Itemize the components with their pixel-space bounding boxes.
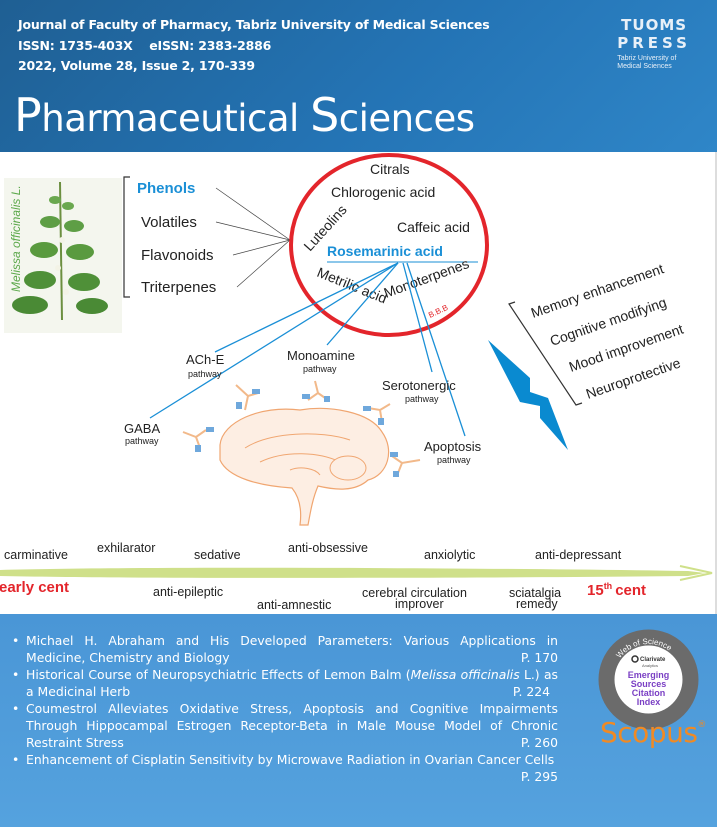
pathway-apoptosis: Apoptosis <box>424 439 482 454</box>
class-triterpenes: Triterpenes <box>141 279 216 296</box>
pathway-monoamine: Monoamine <box>287 348 355 363</box>
effects-group: Memory enhancement Cognitive modifying M… <box>508 260 685 406</box>
timeline-anxiolytic: anxiolytic <box>424 548 475 562</box>
timeline-anti-depressant: anti-depressant <box>535 548 622 562</box>
class-phenols: Phenols <box>137 180 195 197</box>
svg-text:Emerging: Emerging <box>628 670 670 680</box>
plant-name-label: Melissa officinalis L. <box>9 185 23 292</box>
pathway-serotonergic-sub: pathway <box>405 394 439 404</box>
timeline-exhilarator: exhilarator <box>97 541 155 555</box>
timeline-sciatalgia: sciatalgia <box>509 586 561 600</box>
pathway-ache: ACh-E <box>186 352 225 367</box>
timeline-arrow <box>0 567 705 578</box>
timeline-remedy: remedy <box>516 597 558 611</box>
pathway-monoamine-sub: pathway <box>303 364 337 374</box>
history-timeline: carminative exhilarator sedative anti-ob… <box>0 541 713 612</box>
journal-title: Pharmaceutical Sciences <box>14 88 475 142</box>
svg-text:Sources: Sources <box>631 679 667 689</box>
timeline-anti-obsessive: anti-obsessive <box>288 541 368 555</box>
timeline-carminative: carminative <box>4 548 68 562</box>
timeline-improver: improver <box>395 597 444 611</box>
svg-text:Index: Index <box>637 697 661 707</box>
clarivate-icon <box>631 655 639 663</box>
class-connector-lines <box>215 187 291 288</box>
svg-text:Indexed: Indexed <box>634 702 663 714</box>
compound-chlorogenic: Chlorogenic acid <box>331 184 435 200</box>
class-volatiles: Volatiles <box>141 214 197 231</box>
analytics-label: Analytics <box>642 663 658 668</box>
pathway-serotonergic: Serotonergic <box>382 378 456 393</box>
article-page: P. 170 <box>520 650 558 665</box>
tuoms-press-logo: TUOMS PRESS Tabriz University of Medical… <box>617 16 691 70</box>
issue-line: 2022, Volume 28, Issue 2, 170-339 <box>18 58 255 73</box>
compound-circle <box>289 153 489 337</box>
timeline-sedative: sedative <box>194 548 241 562</box>
graphical-abstract: Melissa officinalis L. Phenols Volatiles… <box>0 152 717 614</box>
journal-affiliation: Journal of Faculty of Pharmacy, Tabriz U… <box>18 17 490 32</box>
article-page: P. 295 <box>520 769 558 784</box>
receptor-ends <box>195 389 399 477</box>
pathway-gaba-sub: pathway <box>125 436 159 446</box>
compound-rosmarinic: Rosemarinic acid <box>327 243 443 259</box>
esci-badge: Web of Science Indexed Clarivate Analyti… <box>598 629 699 730</box>
issn-line: ISSN: 1735-403X eISSN: 2383-2886 <box>18 38 272 53</box>
pathway-gaba: GABA <box>124 421 160 436</box>
indexed-label: Indexed <box>634 702 663 714</box>
cover-header: Journal of Faculty of Pharmacy, Tabriz U… <box>0 0 717 152</box>
pathway-ache-sub: pathway <box>188 369 222 379</box>
contents-panel: Michael H. Abraham and His Developed Par… <box>0 614 717 827</box>
plant-illustration: Melissa officinalis L. <box>4 178 122 333</box>
article-list: Michael H. Abraham and His Developed Par… <box>8 632 558 785</box>
pathway-lines <box>149 262 466 437</box>
timeline-anti-epileptic: anti-epileptic <box>153 585 223 599</box>
scopus-logo: Scopus® <box>600 716 706 749</box>
compound-caffeic: Caffeic acid <box>397 219 470 235</box>
compound-citrals: Citrals <box>370 161 410 177</box>
article-item[interactable]: Enhancement of Cisplatin Sensitivity by … <box>8 751 558 784</box>
article-item[interactable]: Coumestrol Alleviates Oxidative Stress, … <box>8 700 558 751</box>
timeline-anti-amnestic: anti-amnestic <box>257 598 331 612</box>
article-page: P. 260 <box>520 735 558 750</box>
class-bracket <box>123 176 130 298</box>
timeline-start-label: early cent <box>0 579 69 596</box>
brain-illustration <box>219 407 390 526</box>
article-item[interactable]: Historical Course of Neuropsychiatric Ef… <box>8 666 558 700</box>
timeline-cerebral: cerebral circulation <box>362 586 467 600</box>
article-item[interactable]: Michael H. Abraham and His Developed Par… <box>8 632 558 666</box>
article-page: P. 224 <box>512 684 550 699</box>
class-flavonoids: Flavonoids <box>141 247 214 264</box>
esci-label: Emerging Sources Citation Index <box>628 670 670 707</box>
svg-text:Citation: Citation <box>632 688 666 698</box>
effect-arrow <box>488 340 568 450</box>
clarivate-label: Clarivate <box>640 657 666 663</box>
pathway-apoptosis-sub: pathway <box>437 455 471 465</box>
